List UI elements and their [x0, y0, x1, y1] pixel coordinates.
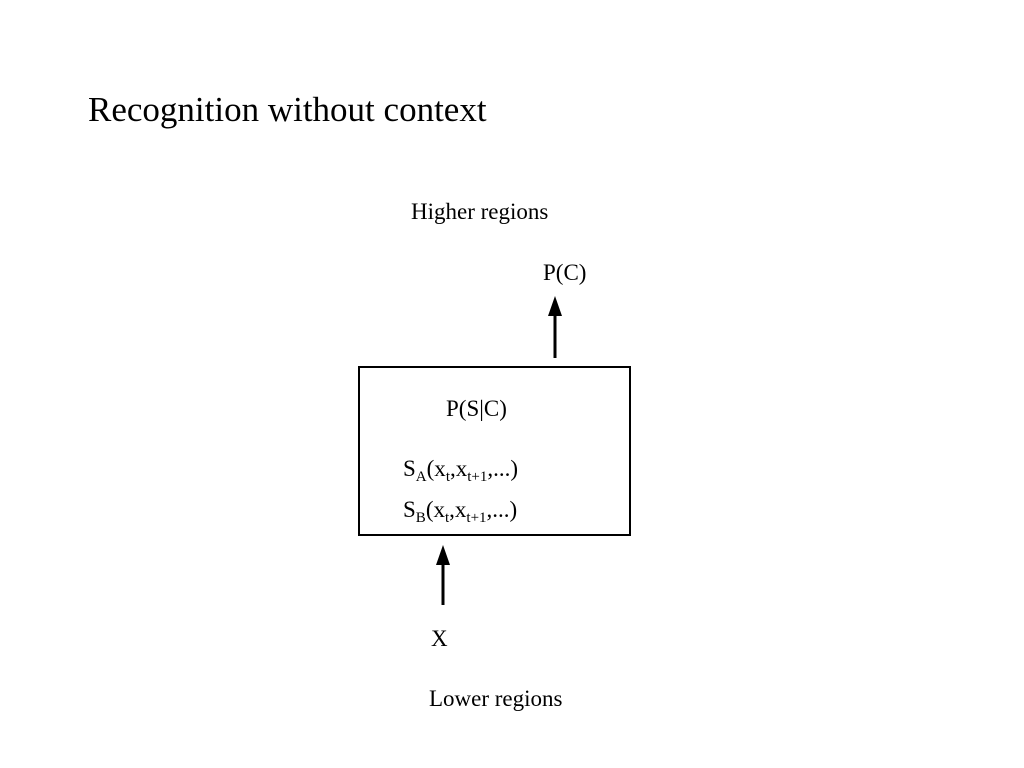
state-a-sub-t: t: [445, 469, 450, 485]
state-a-close: ,...): [487, 456, 519, 481]
input-x-label: X: [431, 626, 448, 651]
input-arrow-up: [436, 545, 450, 605]
state-b-subscript: B: [415, 510, 426, 526]
lower-regions-label: Lower regions: [429, 686, 563, 711]
state-b-close: ,...): [486, 497, 518, 522]
input-arrow-head: [436, 545, 450, 565]
state-b-mid: ,x: [449, 497, 467, 522]
state-sequence-a: SA(xt,xt+1,...): [403, 455, 519, 485]
higher-regions-label: Higher regions: [411, 199, 549, 224]
state-a-open: (x: [426, 456, 446, 481]
conditional-probability-label: P(S|C): [446, 396, 507, 421]
output-probability-label: P(C): [543, 260, 587, 285]
state-b-open: (x: [425, 497, 445, 522]
output-arrow-up: [548, 296, 562, 358]
output-arrow-head: [548, 296, 562, 316]
state-a-symbol: S: [403, 456, 416, 481]
state-b-symbol: S: [403, 497, 416, 522]
state-a-mid: ,x: [449, 456, 468, 481]
recognition-model-box: [358, 366, 631, 536]
slide-title: Recognition without context: [88, 90, 487, 129]
state-a-sub-t1: t+1: [467, 469, 488, 485]
state-b-sub-t: t: [444, 510, 450, 526]
state-a-subscript: A: [415, 469, 427, 485]
state-b-sub-t1: t+1: [466, 510, 487, 526]
state-sequence-b: SB(xt,xt+1,...): [403, 496, 518, 526]
